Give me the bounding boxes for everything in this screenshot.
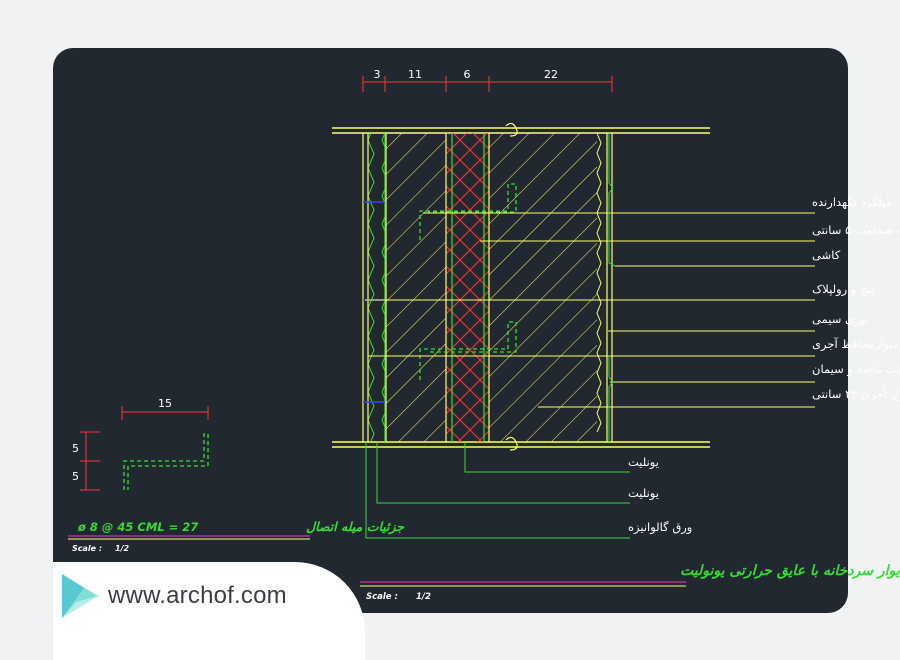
detail-dim-bottom: 5 <box>72 470 79 483</box>
connection-detail-drawing <box>80 406 209 491</box>
watermark-area <box>53 562 365 660</box>
dim-label: 6 <box>464 68 471 81</box>
bottom-callout-text: یونلیت <box>628 486 659 501</box>
dim-label: 22 <box>544 68 558 81</box>
main-title: جزئیات دیوار سردخانه با عایق حرارتی یونو… <box>680 563 900 579</box>
callout-leaders <box>365 212 815 408</box>
callout-text: کاشی <box>812 248 841 262</box>
bottom-callout-text: یونلیت <box>628 455 659 470</box>
detail-dim-width: 15 <box>158 397 172 410</box>
callout-text: یونولیت به ضخامت ۵ سانتی <box>812 223 900 238</box>
main-scale-label: Scale : <box>366 592 398 602</box>
detail-title: جزئیات میله اتصال <box>306 519 405 535</box>
callout-text: ملات ماسه و سیمان <box>812 362 900 377</box>
bottom-leaders <box>365 442 630 539</box>
watermark-text: www.archof.com <box>108 582 287 609</box>
top-dimension-line <box>362 76 613 92</box>
dim-label: 11 <box>408 68 422 81</box>
callout-text: میلگرد نگهدارنده <box>812 195 892 210</box>
dim-label: 3 <box>374 68 381 81</box>
detail-scale-value: 1/2 <box>115 544 129 553</box>
anchor-rods <box>419 183 517 380</box>
detail-spec: ø 8 @ 45 CML = 27 <box>77 520 198 534</box>
detail-scale-label: Scale : <box>72 544 102 553</box>
callout-text: دیوارمحافظ آجری <box>812 337 898 352</box>
detail-dim-top: 5 <box>72 442 79 455</box>
callout-text: پیچ و رولپلاک <box>812 282 874 297</box>
archof-logo-icon <box>62 574 98 618</box>
callout-text: توری سیمی <box>812 312 869 327</box>
bottom-callout-text: ورق گالوانیزه <box>628 520 692 535</box>
main-scale-value: 1/2 <box>416 592 431 602</box>
callout-text: دیوار آجری ۲۲ سانتی <box>812 387 900 402</box>
wall-layers <box>362 132 613 442</box>
